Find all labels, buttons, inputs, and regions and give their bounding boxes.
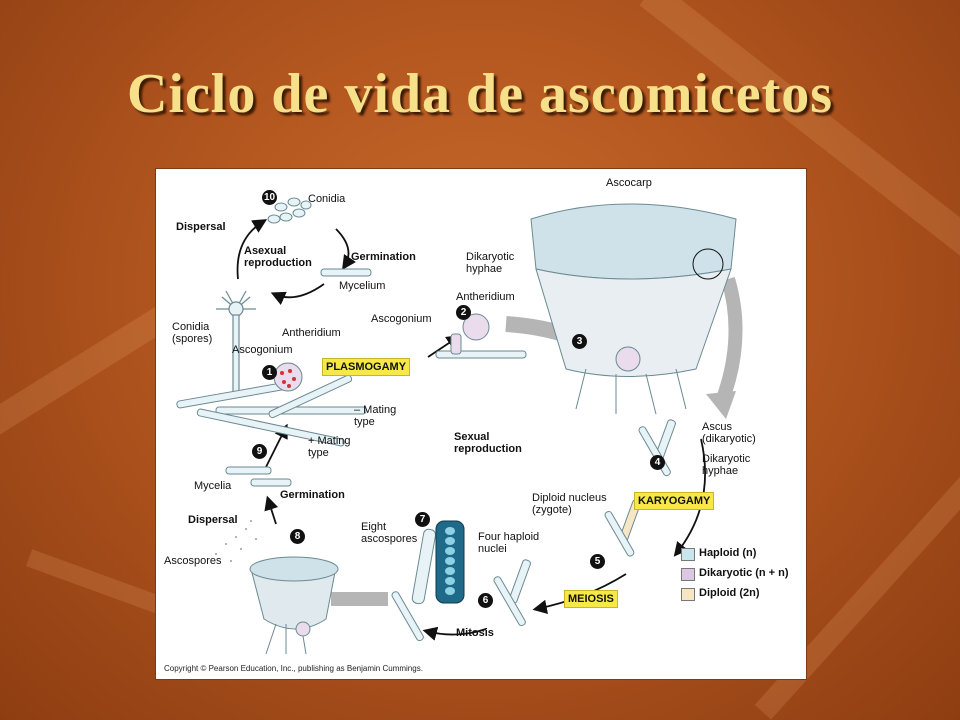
stage-meiosis: MEIOSIS — [564, 590, 618, 608]
legend-swatch — [681, 568, 695, 581]
label-four-haploid-nuclei: Four haploid nuclei — [478, 531, 539, 555]
step-number: 2 — [456, 305, 471, 320]
label-ascospores: Ascospores — [164, 555, 222, 567]
label-text: – Mating type — [354, 404, 397, 428]
arrow-germination-top — [335, 228, 356, 270]
slide-title: Ciclo de vida de ascomicetos — [126, 63, 834, 125]
legend-swatch — [681, 588, 695, 601]
label-mitosis: Mitosis — [456, 627, 494, 639]
step-number: 7 — [415, 512, 430, 527]
label-conidia-spores: Conidia (spores) — [172, 321, 212, 345]
label-dikaryotic-hyphae-right: Dikaryotic hyphae — [702, 453, 750, 477]
label-sexual-reproduction: Sexual reproduction — [454, 431, 522, 455]
legend: Haploid (n) Dikaryotic (n + n) Diploid (… — [681, 547, 801, 609]
legend-label: Dikaryotic (n + n) — [699, 567, 789, 579]
label-antheridium-mid: Antheridium — [456, 291, 515, 303]
label-dispersal-top: Dispersal — [176, 221, 226, 233]
label-plus-mating-type: + Mating type — [308, 435, 351, 459]
label-antheridium-left: Antheridium — [282, 327, 341, 339]
arrow-mitosis — [422, 626, 487, 641]
label-text: Diploid nucleus (zygote) — [532, 492, 607, 516]
label-ascogonium-mid: Ascogonium — [371, 313, 432, 325]
label-text: Dikaryotic hyphae — [466, 251, 515, 275]
label-text: + Mating type — [308, 435, 351, 459]
step-number: 6 — [478, 593, 493, 608]
step-number: 9 — [252, 444, 267, 459]
life-cycle-illustration — [176, 197, 743, 655]
life-cycle-figure: 1 2 3 4 5 6 7 8 9 10 Conidia Dispersal A… — [155, 168, 807, 680]
arrow-dispersal-bottom — [264, 495, 279, 525]
arrow-asexual — [270, 283, 325, 306]
label-ascocarp: Ascocarp — [606, 177, 652, 189]
legend-label: Haploid (n) — [699, 547, 757, 559]
label-ascus-dikaryotic: Ascus (dikaryotic) — [702, 421, 756, 445]
stage-plasmogamy: PLASMOGAMY — [322, 358, 411, 376]
arrow-dispersal-top — [236, 219, 268, 280]
label-text: Eight ascospores — [361, 521, 418, 545]
label-diploid-nucleus: Diploid nucleus (zygote) — [532, 492, 607, 516]
copyright-notice: Copyright © Pearson Education, Inc., pub… — [164, 664, 423, 673]
label-asexual-reproduction: Asexual reproduction — [244, 245, 312, 269]
label-dikaryotic-hyphae-top: Dikaryotic hyphae — [466, 251, 514, 275]
stage-karyogamy: KARYOGAMY — [634, 492, 715, 510]
label-minus-mating-type: – Mating type — [354, 404, 396, 428]
legend-label: Diploid (2n) — [699, 587, 760, 599]
label-eight-ascospores: Eight ascospores — [361, 521, 417, 545]
label-text: Asexual reproduction — [244, 245, 312, 269]
label-text: Sexual reproduction — [454, 431, 522, 455]
legend-swatch — [681, 548, 695, 561]
label-text: Dikaryotic hyphae — [702, 453, 751, 477]
label-germination-top: Germination — [351, 251, 416, 263]
label-text: Ascus (dikaryotic) — [702, 421, 756, 445]
label-mycelia: Mycelia — [194, 480, 232, 492]
label-text: Four haploid nuclei — [478, 531, 540, 555]
step-number: 1 — [262, 365, 277, 380]
step-number: 10 — [262, 190, 277, 205]
label-ascogonium-left: Ascogonium — [232, 344, 293, 356]
label-dispersal-bottom: Dispersal — [188, 514, 238, 526]
step-number: 3 — [572, 334, 587, 349]
step-number: 8 — [290, 529, 305, 544]
label-conidia: Conidia — [308, 193, 346, 205]
label-mycelium: Mycelium — [339, 280, 386, 292]
label-germination-bottom: Germination — [280, 489, 345, 501]
step-number: 5 — [590, 554, 605, 569]
step-number: 4 — [650, 455, 665, 470]
label-text: Conidia (spores) — [172, 321, 213, 345]
